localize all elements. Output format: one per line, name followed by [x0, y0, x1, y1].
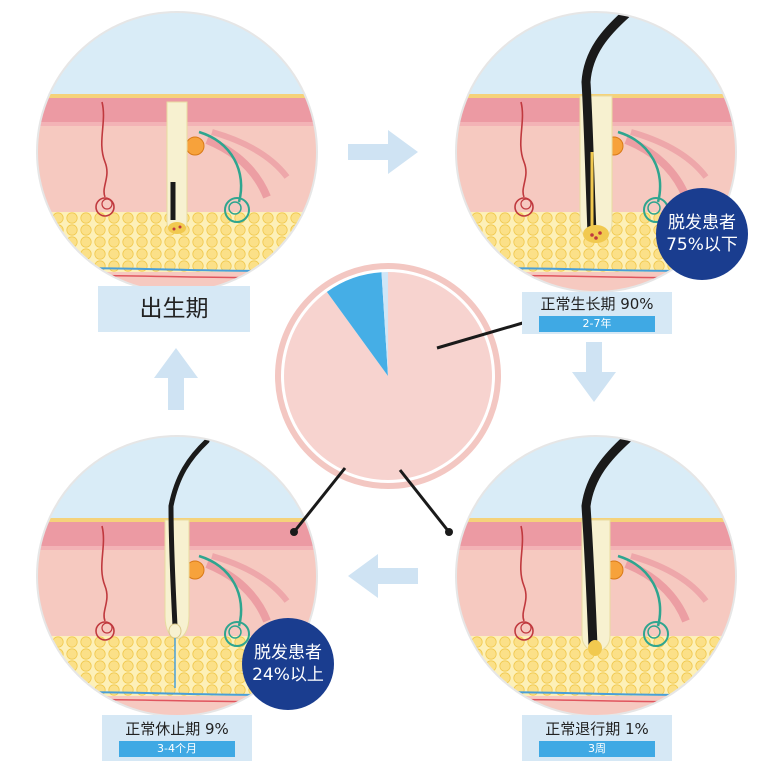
- stage-label-anagen: 正常生长期 90% 2-7年: [522, 292, 672, 334]
- stage-birth-illustration: [27, 2, 327, 312]
- pie-slice-anagen: [284, 272, 492, 481]
- stage-name: 正常退行期 1%: [545, 720, 649, 738]
- stage-period: 2-7年: [539, 316, 655, 332]
- pie-slice-catagen: [381, 272, 388, 376]
- badge-line-2: 75%以下: [666, 235, 738, 255]
- stage-label-catagen: 正常退行期 1% 3周: [522, 715, 672, 761]
- cycle-pie-chart: [275, 263, 501, 489]
- stage-name: 正常休止期 9%: [125, 720, 229, 738]
- stage-label-birth: 出生期: [98, 286, 250, 332]
- stage-period: 3周: [539, 741, 655, 757]
- badge-line-1: 脱发患者: [668, 213, 736, 233]
- stage-period: 3-4个月: [119, 741, 235, 757]
- stage-label-telogen: 正常休止期 9% 3-4个月: [102, 715, 252, 761]
- stage-anagen-illustration: [446, 12, 746, 312]
- stage-name: 出生期: [139, 296, 209, 322]
- arrow-right: [348, 130, 418, 174]
- pie-slice-telogen: [326, 272, 388, 376]
- arrow-up: [154, 348, 198, 410]
- badge-line-1: 脱发患者: [254, 643, 322, 663]
- badge-line-2: 24%以上: [252, 665, 324, 685]
- stage-telogen-illustration: [27, 426, 327, 736]
- stage-name: 正常生长期 90%: [540, 295, 654, 313]
- arrow-down: [572, 342, 616, 402]
- hair-loss-badge-anagen: 脱发患者 75%以下: [656, 188, 748, 280]
- hair-loss-badge-telogen: 脱发患者 24%以上: [242, 618, 334, 710]
- arrow-left: [348, 554, 418, 598]
- stage-catagen-illustration: [446, 436, 746, 736]
